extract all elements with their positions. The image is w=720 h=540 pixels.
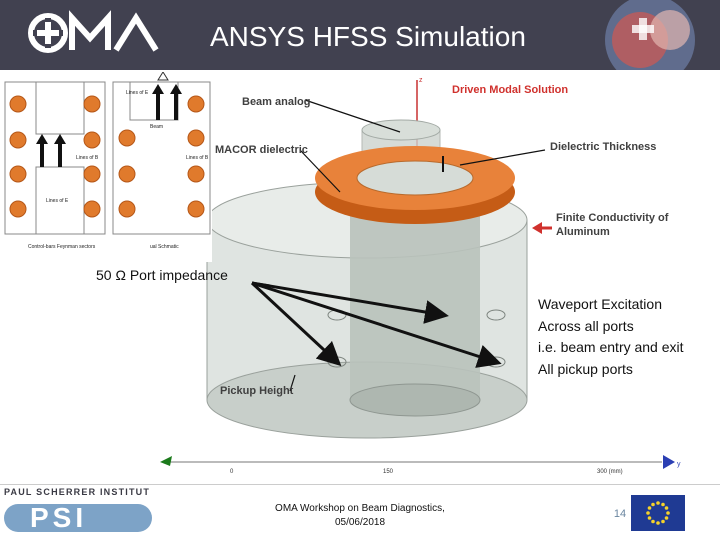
slide-header: ANSYS HFSS Simulation	[0, 0, 720, 70]
hfss-model-view: 0 150 300 (mm) z y	[100, 70, 720, 475]
schematic-label-beam: Beam	[150, 124, 163, 130]
footer-workshop-title: OMA Workshop on Beam Diagnostics,	[275, 503, 445, 514]
waveport-line: Waveport Excitation	[538, 296, 662, 312]
psi-logo-text: PSI	[30, 502, 87, 533]
schematic-label-lines-b: Lines of B	[76, 155, 99, 161]
label-finite-conductivity: Finite Conductivity of Aluminum	[556, 212, 669, 238]
schematic-label-lines-e: Lines of E	[46, 198, 69, 204]
footer-divider	[0, 484, 720, 485]
oma-logo	[28, 10, 159, 53]
waveport-line: i.e. beam entry and exit	[538, 339, 684, 355]
page-number: 14	[613, 508, 627, 520]
axis-label-y: y	[677, 461, 681, 468]
waveport-line: Across all ports	[538, 317, 634, 334]
schematic-label-lines-b-2: Lines of B	[186, 155, 209, 161]
axis-tick-300: 300 (mm)	[597, 469, 623, 475]
label-beam-analog: Beam analog	[242, 96, 311, 108]
label-pickup-height: Pickup Height	[220, 385, 294, 397]
field-lines-schematic: Lines of E Lines of B Beam Lines of B Li…	[0, 71, 212, 262]
label-driven-modal: Driven Modal Solution	[452, 84, 569, 96]
label-macor-dielectric: MACOR dielectric	[215, 144, 308, 156]
label-port-impedance: 50 Ω Port impedance	[96, 267, 228, 283]
waveport-notes: Waveport Excitation Across all ports i.e…	[538, 294, 684, 380]
slide-title: ANSYS HFSS Simulation	[210, 21, 526, 52]
axis-tick-150: 150	[383, 469, 394, 475]
psi-institute-name: PAUL SCHERRER INSTITUT	[4, 487, 150, 497]
eu-flag-icon	[631, 495, 685, 531]
axis-tick-0: 0	[230, 469, 234, 475]
schematic-label-lines-e-2: Lines of E	[126, 90, 149, 96]
schematic-caption-right: ual Schmatic	[150, 244, 179, 250]
footer-workshop: OMA Workshop on Beam Diagnostics, 05/06/…	[250, 502, 470, 530]
header-decoration	[580, 0, 720, 70]
psi-logo: PAUL SCHERRER INSTITUT PSI	[4, 487, 152, 533]
footer-date: 05/06/2018	[334, 517, 386, 528]
waveport-line: All pickup ports	[538, 360, 633, 377]
schematic-caption-left: Control-bars Feynman sectors	[28, 244, 96, 250]
label-dielectric-thickness: Dielectric Thickness	[550, 141, 657, 153]
axis-label-z: z	[419, 77, 423, 84]
